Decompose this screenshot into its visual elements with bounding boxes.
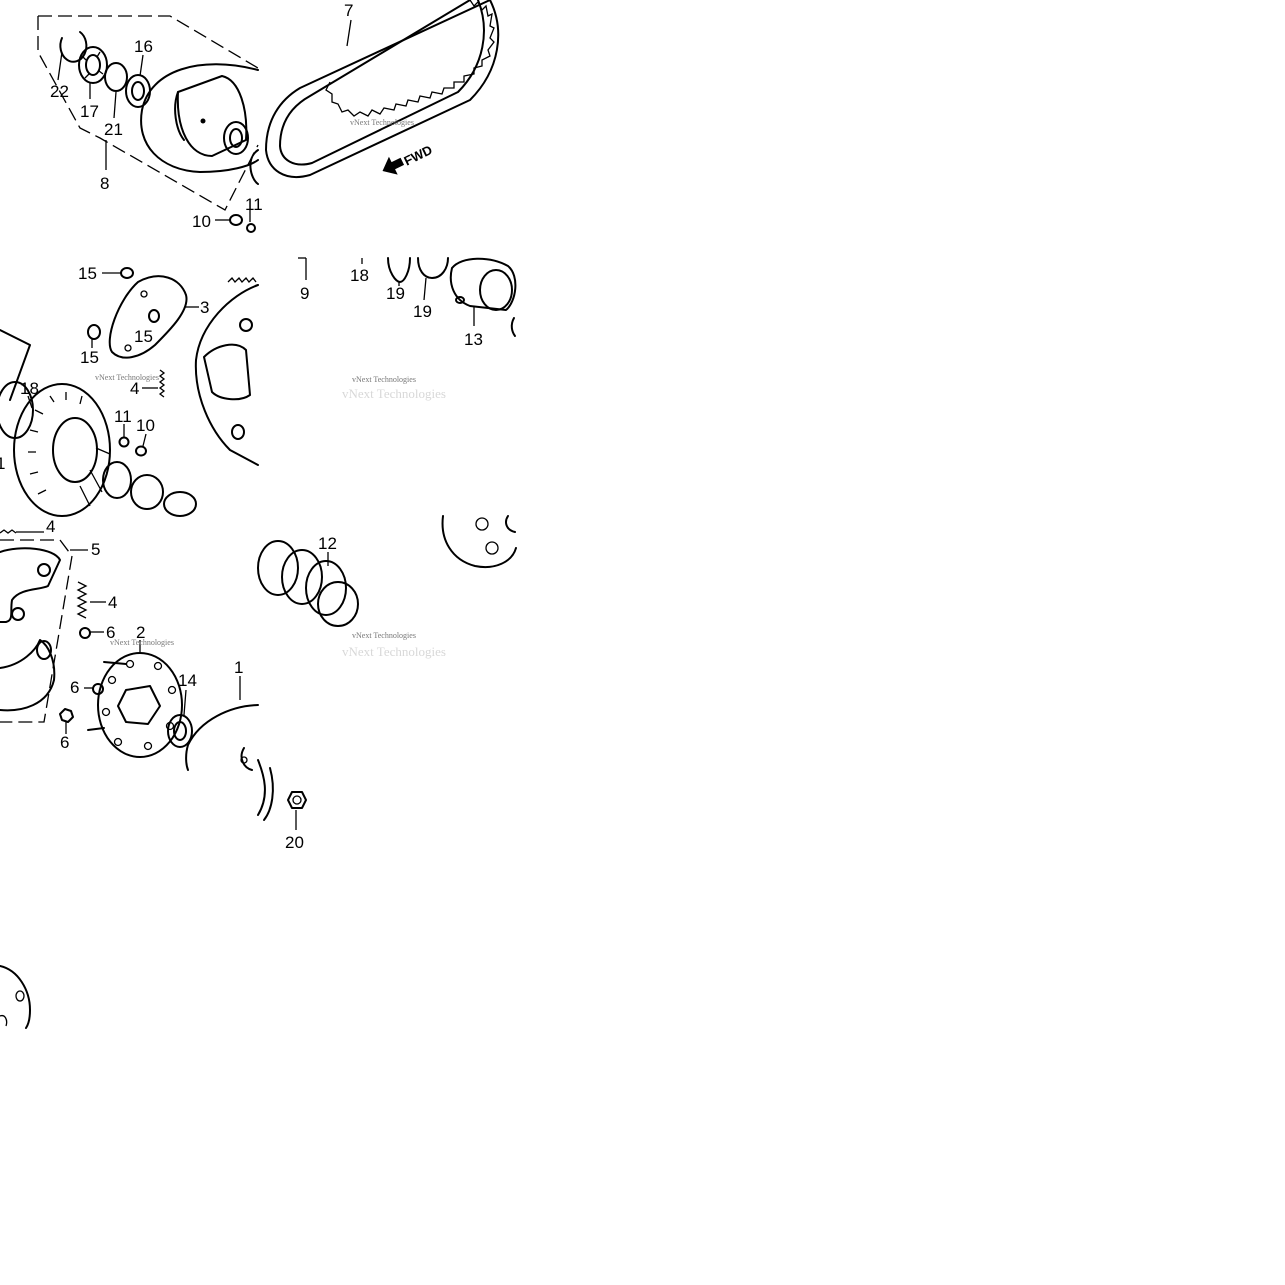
callout-11b: 11 [114,407,132,426]
callout-15c: 15 [80,348,99,367]
callout-21: 21 [104,120,123,139]
callout-16: 16 [134,37,153,56]
callout-9: 9 [300,284,309,303]
callout-18a: 18 [20,379,39,398]
callout-22: 22 [50,82,69,101]
watermark: vNext Technologies [352,631,416,640]
shoe-plate-tile: 4 5 4 6 2 6 14 6 1 vNext Technologies [0,517,259,771]
watermark: vNext Technologies [352,375,416,384]
callout-19b: 19 [413,302,432,321]
callout-4a: 4 [130,379,139,398]
driven-pulley-tile: 22 17 21 16 8 10 11 [37,15,263,233]
callout-1b: 1 [234,658,243,677]
callout-6c: 6 [60,733,69,752]
callout-4c: 4 [108,593,117,612]
drive-belt-tile: 7 FWD vNext Technologies [265,0,500,178]
callout-15a: 15 [78,264,97,283]
callout-3: 3 [200,298,209,317]
watermark-faint: vNext Technologies [342,644,446,659]
watermark: vNext Technologies [110,638,174,647]
clutch-shoe-tile: 15 15 3 15 18 4 11 10 1 vNext Technologi… [0,264,259,517]
callout-10: 10 [192,212,211,231]
callout-14: 14 [178,671,197,690]
callout-13: 13 [464,330,483,349]
callout-2: 2 [136,623,145,642]
callout-6b: 6 [70,678,79,697]
callout-17: 17 [80,102,99,121]
callout-18b: 18 [350,266,369,285]
spring-tile: 12 vNext Technologies vNext Technologies [257,515,517,659]
watermark: vNext Technologies [95,373,159,382]
callout-12: 12 [318,534,337,553]
collar-tile: 9 18 19 19 13 vNext Technologies vNext T… [298,257,517,401]
callout-15b: 15 [134,327,153,346]
callout-20: 20 [285,833,304,852]
callout-8: 8 [100,174,109,193]
callout-10b: 10 [136,416,155,435]
watermark: vNext Technologies [350,118,414,127]
callout-7: 7 [344,1,353,20]
callout-5: 5 [91,540,100,559]
belt-teeth [325,0,495,117]
callout-1a: 1 [0,454,5,473]
watermark-faint: vNext Technologies [342,386,446,401]
callout-4b: 4 [46,517,55,536]
nut-tile: 20 [0,759,307,1029]
callout-19a: 19 [386,284,405,303]
callout-6a: 6 [106,623,115,642]
fwd-arrow-icon: FWD [382,142,435,175]
fwd-label: FWD [401,142,434,168]
callout-11: 11 [245,195,263,214]
